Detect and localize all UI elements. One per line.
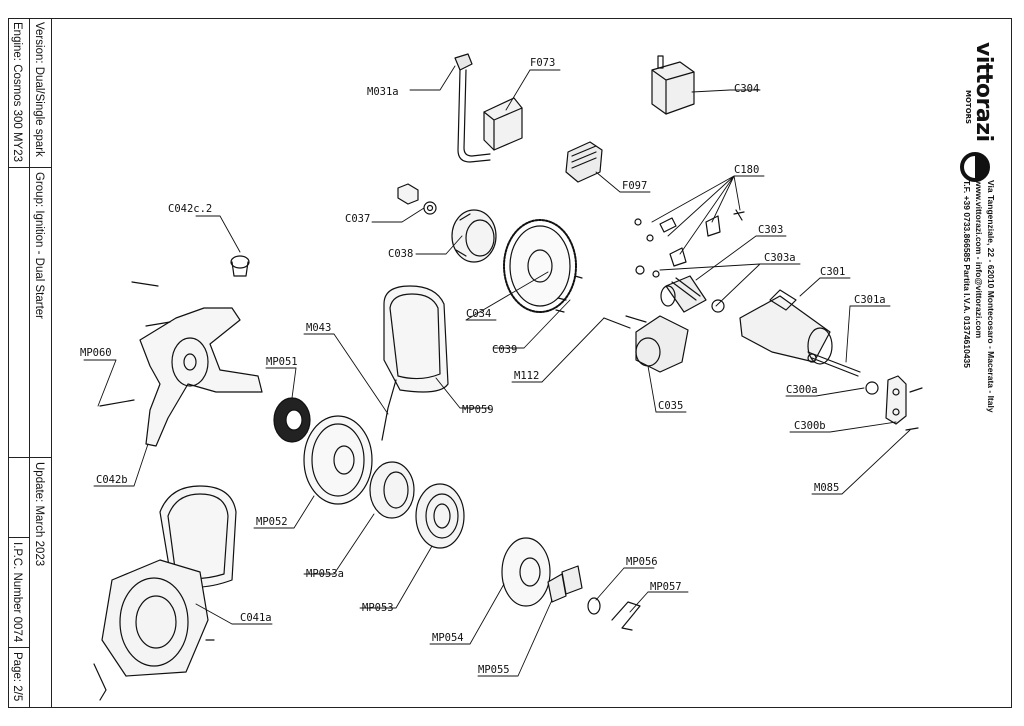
screws-c180-drawing [634, 209, 745, 267]
bracket-c300-drawing [865, 375, 923, 431]
blank-cell-2 [8, 458, 30, 538]
nut-washer-drawing [397, 183, 437, 215]
engine-cell: Engine: Cosmos 300 MY23 [8, 18, 30, 168]
title-block-column-2: Version: Dual/Single spark Group: Igniti… [30, 18, 52, 708]
label-MP056: MP056 [626, 556, 658, 568]
group-cell: Group: Ignition - Dual Starter [30, 168, 52, 458]
label-C300a: C300a [786, 384, 818, 396]
coil-harness-drawing [454, 53, 523, 163]
title-block-column-1: Engine: Cosmos 300 MY23 I.P.C. Number 00… [8, 18, 30, 708]
label-M112: M112 [514, 370, 539, 382]
starter-assembly-c041a-drawing [93, 485, 237, 701]
blank-cell [8, 168, 30, 458]
brand-logo-emblem-icon [960, 152, 990, 182]
label-C039: C039 [492, 344, 517, 356]
label-MP059: MP059 [462, 404, 494, 416]
crank-lever-c042b-drawing [99, 255, 263, 447]
label-M085: M085 [814, 482, 839, 494]
ipc-text: I.P.C. Number 0074 [11, 542, 23, 643]
label-C304: C304 [734, 83, 759, 95]
regulator-drawing [565, 141, 603, 183]
label-M031a: M031a [367, 86, 399, 98]
update-cell: Update: March 2023 [30, 458, 52, 708]
label-C035: C035 [658, 400, 683, 412]
starter-gear-c035-drawing [603, 315, 689, 373]
label-MP055: MP055 [478, 664, 510, 676]
relay-drawing [651, 55, 695, 115]
label-C037: C037 [345, 213, 370, 225]
label-M043: M043 [306, 322, 331, 334]
label-MP057: MP057 [650, 581, 682, 593]
ipc-cell: I.P.C. Number 0074 [8, 538, 30, 648]
leader-lines [83, 65, 911, 677]
page-cell: Page: 2/5 [8, 648, 30, 708]
recoil-parts-drawing [501, 537, 641, 631]
version-cell: Version: Dual/Single spark [30, 18, 52, 168]
title-block: Engine: Cosmos 300 MY23 I.P.C. Number 00… [8, 18, 52, 708]
starter-motor-c301-drawing [739, 289, 861, 377]
group-text: Group: Ignition - Dual Starter [33, 172, 45, 320]
update-text: Update: March 2023 [33, 462, 45, 567]
label-C042b: C042b [96, 474, 128, 486]
label-F097: F097 [622, 180, 647, 192]
label-MP051: MP051 [266, 356, 298, 368]
spring-drawings [369, 461, 465, 549]
label-MP053a: MP053a [306, 568, 344, 580]
label-F073: F073 [530, 57, 555, 69]
label-C038: C038 [388, 248, 413, 260]
label-C303a: C303a [764, 252, 796, 264]
flywheel-c034-drawing [503, 219, 583, 313]
label-C303: C303 [758, 224, 783, 236]
label-MP053: MP053 [362, 602, 394, 614]
rotor-c038-drawing [451, 209, 497, 263]
pulley-belt-drawing [273, 285, 449, 505]
starter-motor-c303-drawing [635, 265, 725, 313]
engine-text: Engine: Cosmos 300 MY23 [11, 22, 23, 162]
part-labels: M031a F073 C304 F097 C180 C037 C038 C042… [80, 57, 886, 676]
label-MP054: MP054 [432, 632, 464, 644]
label-C301: C301 [820, 266, 845, 278]
drawing-frame [8, 18, 1012, 708]
label-C301a: C301a [854, 294, 886, 306]
label-MP060: MP060 [80, 347, 112, 359]
label-C042c2: C042c.2 [168, 203, 212, 215]
label-C041a: C041a [240, 612, 272, 624]
label-C180: C180 [734, 164, 759, 176]
version-text: Version: Dual/Single spark [33, 22, 45, 157]
page-text: Page: 2/5 [11, 652, 23, 702]
label-C300b: C300b [794, 420, 826, 432]
label-C034: C034 [466, 308, 491, 320]
brand-block: vittorazi MOTORS Via Tangenziale, 22 - 6… [950, 30, 1006, 430]
label-MP052: MP052 [256, 516, 288, 528]
